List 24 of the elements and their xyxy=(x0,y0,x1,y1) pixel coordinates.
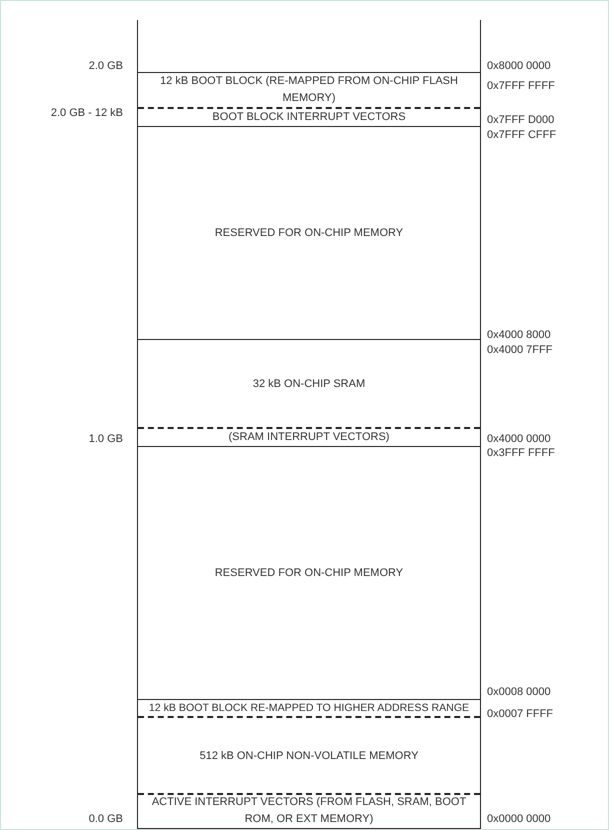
region-label: BOOT BLOCK INTERRUPT VECTORS xyxy=(212,110,406,125)
address-label: 0x0008 0000 xyxy=(487,686,551,698)
address-label: 0x7FFF FFFF xyxy=(487,80,555,92)
region-label: 512 kB ON-CHIP NON-VOLATILE MEMORY xyxy=(200,748,418,764)
address-label: 0x0007 FFFF xyxy=(487,708,554,720)
address-label: 0x4000 7FFF xyxy=(487,344,552,356)
address-label: 0x4000 0000 xyxy=(487,433,551,445)
region-label: ACTIVE INTERRUPT VECTORS (FROM FLASH, SRAM, BOOT ROM, OR EXT MEMORY) xyxy=(150,795,468,827)
address-label: 0x8000 0000 xyxy=(487,60,551,72)
region-label: 12 kB BOOT BLOCK (RE-MAPPED FROM ON-CHIP FLASH MEMORY) xyxy=(159,74,459,106)
size-label: 1.0 GB xyxy=(88,433,123,445)
region-label: RESERVED FOR ON-CHIP MEMORY xyxy=(214,226,404,241)
address-label: 0x0000 0000 xyxy=(487,813,551,825)
address-label: 0x4000 8000 xyxy=(487,329,551,341)
address-label: 0x7FFF D000 xyxy=(487,114,554,126)
region-label: 32 kB ON-CHIP SRAM xyxy=(252,376,366,392)
size-label: 0.0 GB xyxy=(88,813,123,825)
size-label: 2.0 GB - 12 kB xyxy=(50,107,123,119)
address-label: 0x7FFF CFFF xyxy=(487,129,556,141)
address-label: 0x3FFF FFFF xyxy=(487,447,555,459)
region-label: RESERVED FOR ON-CHIP MEMORY xyxy=(214,566,404,581)
region-label: (SRAM INTERRUPT VECTORS) xyxy=(228,430,390,445)
size-label: 2.0 GB xyxy=(88,60,123,72)
region-label: 12 kB BOOT BLOCK RE-MAPPED TO HIGHER ADDRESS RANGE xyxy=(148,701,470,716)
